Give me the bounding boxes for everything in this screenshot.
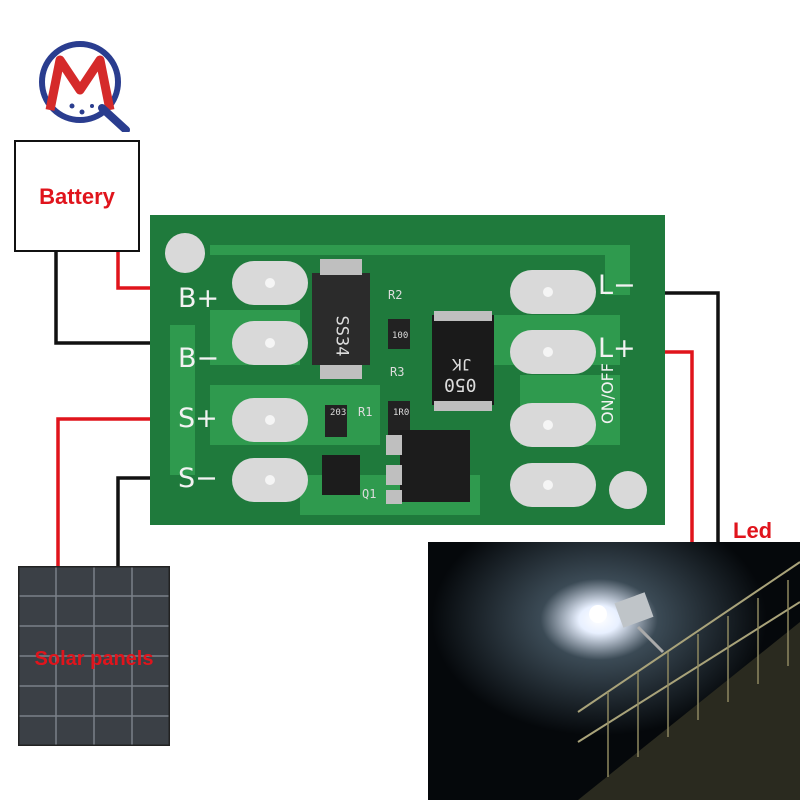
r3-code: 1R0 bbox=[393, 408, 410, 418]
led-negative-wire bbox=[665, 291, 720, 545]
pad-label-b-minus: B− bbox=[178, 343, 220, 374]
battery-label: Battery bbox=[39, 184, 115, 209]
pad-label-b-plus: B+ bbox=[178, 283, 220, 314]
resistor-r1 bbox=[325, 405, 347, 437]
solar-positive-wire bbox=[56, 417, 152, 566]
diode-label: SS34 bbox=[331, 315, 352, 357]
street-lamp-icon bbox=[428, 542, 800, 800]
r2-label: R2 bbox=[388, 288, 403, 302]
q1-label: Q1 bbox=[362, 487, 377, 501]
r1-code: 203 bbox=[330, 408, 347, 418]
battery-negative-wire bbox=[54, 252, 152, 345]
pad-label-l-plus: L+ bbox=[598, 333, 636, 364]
pad-label-l-minus: L− bbox=[598, 270, 636, 301]
transistor-q1 bbox=[322, 455, 360, 495]
r1-label: R1 bbox=[358, 405, 373, 419]
inductor-jk050 bbox=[432, 315, 494, 405]
mounting-hole bbox=[165, 233, 205, 273]
mq-logo-icon bbox=[39, 41, 130, 132]
diode-ss34 bbox=[312, 273, 370, 365]
led-positive-wire bbox=[665, 350, 694, 545]
inductor-label-top: JK bbox=[452, 355, 472, 374]
pad-label-s-plus: S+ bbox=[178, 403, 218, 434]
pad-label-on-off: ON/OFF bbox=[598, 363, 617, 424]
r3-label: R3 bbox=[390, 365, 405, 379]
pcb-board bbox=[150, 215, 665, 525]
pad-label-s-minus: S− bbox=[178, 463, 218, 494]
mounting-hole bbox=[609, 471, 647, 509]
solar-label: Solar panels bbox=[34, 648, 154, 670]
solar-negative-wire bbox=[116, 476, 152, 566]
mosfet bbox=[400, 430, 470, 502]
battery-box bbox=[14, 140, 140, 252]
solar-panel-icon bbox=[18, 566, 170, 746]
inductor-label-bottom: 050 bbox=[444, 374, 477, 395]
led-label: Led bbox=[733, 518, 773, 543]
r2-code: 100 bbox=[392, 331, 409, 341]
battery-positive-wire bbox=[116, 252, 152, 290]
resistor-r3 bbox=[388, 401, 410, 435]
resistor-r2 bbox=[388, 319, 410, 349]
